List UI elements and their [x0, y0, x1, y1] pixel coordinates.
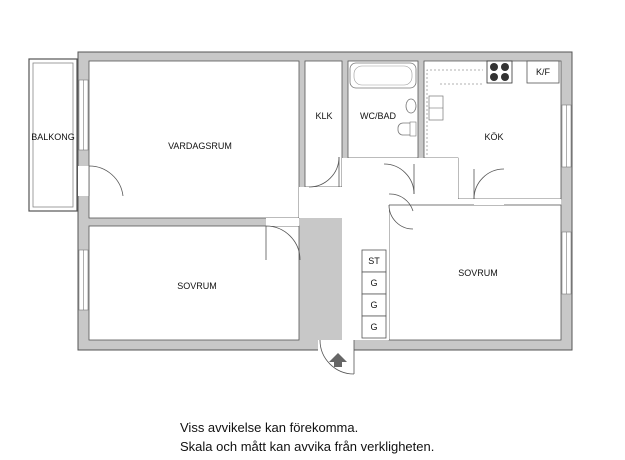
balcony-outline [28, 58, 78, 212]
entrance-arrow-icon [329, 353, 347, 367]
doors [78, 156, 505, 375]
closet-g3 [361, 315, 387, 339]
label-vardagsrum: VARDAGSRUM [168, 141, 232, 151]
floor-plan: BALKONG VARDAGSRUM KLK WC/BAD KÖK K/F SO… [28, 51, 573, 375]
entrance-gap [318, 340, 354, 351]
label-wc-bad: WC/BAD [360, 111, 397, 121]
label-kok: KÖK [484, 132, 503, 142]
hall [89, 158, 561, 340]
label-balkong: BALKONG [31, 132, 75, 142]
kitchen-counter [426, 69, 483, 155]
fridge-freezer [526, 60, 560, 84]
bath-sink [405, 98, 417, 114]
room-vardagsrum [88, 60, 300, 219]
label-klk: KLK [315, 111, 332, 121]
label-g3: G [370, 322, 377, 332]
label-kf: K/F [536, 67, 551, 77]
stove [486, 60, 513, 84]
balcony-inner [32, 62, 74, 208]
disclaimer: Viss avvikelse kan förekomma. Skala och … [180, 418, 600, 456]
label-sovrum-left: SOVRUM [177, 281, 217, 291]
disclaimer-line-2: Skala och mått kan avvika från verklighe… [180, 439, 435, 454]
label-st: ST [368, 256, 380, 266]
label-g1: G [370, 278, 377, 288]
room-sovrum-left [88, 225, 300, 341]
label-g2: G [370, 300, 377, 310]
disclaimer-line-1: Viss avvikelse kan förekomma. [180, 420, 359, 435]
room-klk [304, 60, 343, 188]
room-sovrum-right [388, 204, 562, 341]
label-sovrum-right: SOVRUM [458, 268, 498, 278]
bathtub [349, 62, 417, 89]
